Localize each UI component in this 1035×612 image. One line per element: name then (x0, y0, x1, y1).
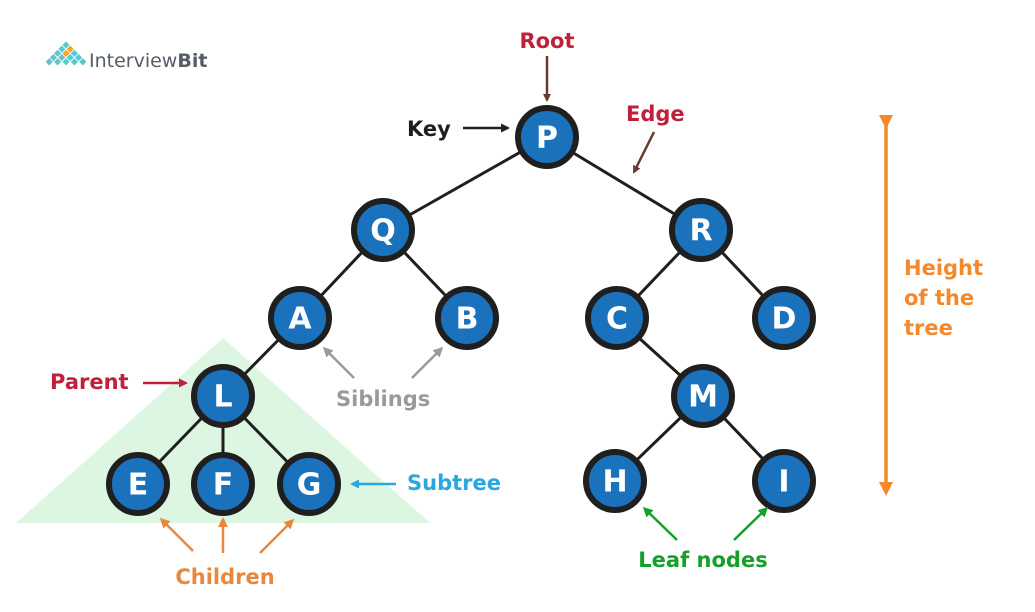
node-circle (268, 286, 332, 350)
node-label: E (128, 468, 149, 503)
node-c: C (585, 286, 649, 350)
edge-label: Edge (626, 102, 685, 126)
node-label: I (778, 465, 789, 500)
node-q: Q (351, 198, 415, 262)
subtree-label: Subtree (407, 471, 501, 495)
node-f: F (191, 452, 255, 516)
node-circle (106, 452, 170, 516)
leaf-arrow-h (642, 506, 678, 541)
leaf-arrow-i (733, 506, 769, 541)
height-label-line2: of the (904, 286, 974, 310)
node-d: D (752, 286, 816, 350)
node-label: P (536, 121, 558, 156)
node-g: G (277, 452, 341, 516)
siblings-label: Siblings (336, 387, 430, 411)
node-a: A (268, 286, 332, 350)
root-label: Root (519, 29, 574, 53)
logo-diamond (44, 57, 54, 67)
logo-diamond (61, 57, 71, 67)
node-m: M (671, 364, 735, 428)
nodes: P Q R A B C D L M E F G H I (106, 105, 816, 516)
node-label: R (689, 214, 712, 249)
logo-diamond (52, 57, 63, 67)
node-label: H (602, 465, 627, 500)
parent-label: Parent (50, 370, 129, 394)
height-label-line1: Height (904, 256, 983, 280)
node-r: R (669, 198, 733, 262)
node-circle (669, 198, 733, 262)
node-circle (191, 364, 255, 428)
node-circle (752, 286, 816, 350)
node-circle (671, 364, 735, 428)
node-circle (583, 449, 647, 513)
node-h: H (583, 449, 647, 513)
node-circle (351, 198, 415, 262)
interviewbit-logo: InterviewBit (44, 40, 207, 72)
logo-diamond-icon (44, 40, 88, 67)
node-label: A (288, 302, 312, 337)
node-circle (585, 286, 649, 350)
node-b: B (435, 286, 499, 350)
node-label: C (606, 302, 628, 337)
leaf-nodes-label: Leaf nodes (638, 548, 767, 572)
children-arrow-e (159, 517, 194, 552)
node-circle (435, 286, 499, 350)
edge-arrow (632, 131, 656, 174)
node-label: F (213, 468, 234, 503)
node-e: E (106, 452, 170, 516)
node-label: M (688, 380, 718, 415)
logo-text: InterviewBit (89, 50, 207, 72)
children-arrow-g (259, 518, 295, 554)
logo-diamond (69, 57, 80, 67)
siblings-arrow-right (411, 346, 444, 379)
node-label: L (213, 380, 232, 415)
node-label: Q (370, 214, 396, 249)
node-circle (277, 452, 341, 516)
siblings-arrow-left (322, 346, 355, 379)
node-circle (515, 105, 579, 169)
node-circle (752, 449, 816, 513)
key-label: Key (407, 117, 451, 141)
logo-diamond (78, 57, 88, 67)
height-label-line3: tree (904, 316, 953, 340)
children-label: Children (175, 565, 274, 589)
node-i: I (752, 449, 816, 513)
node-label: B (456, 302, 479, 337)
node-label: D (772, 302, 797, 337)
node-l: L (191, 364, 255, 428)
node-label: G (297, 468, 322, 503)
node-p: P (515, 105, 579, 169)
node-circle (191, 452, 255, 516)
